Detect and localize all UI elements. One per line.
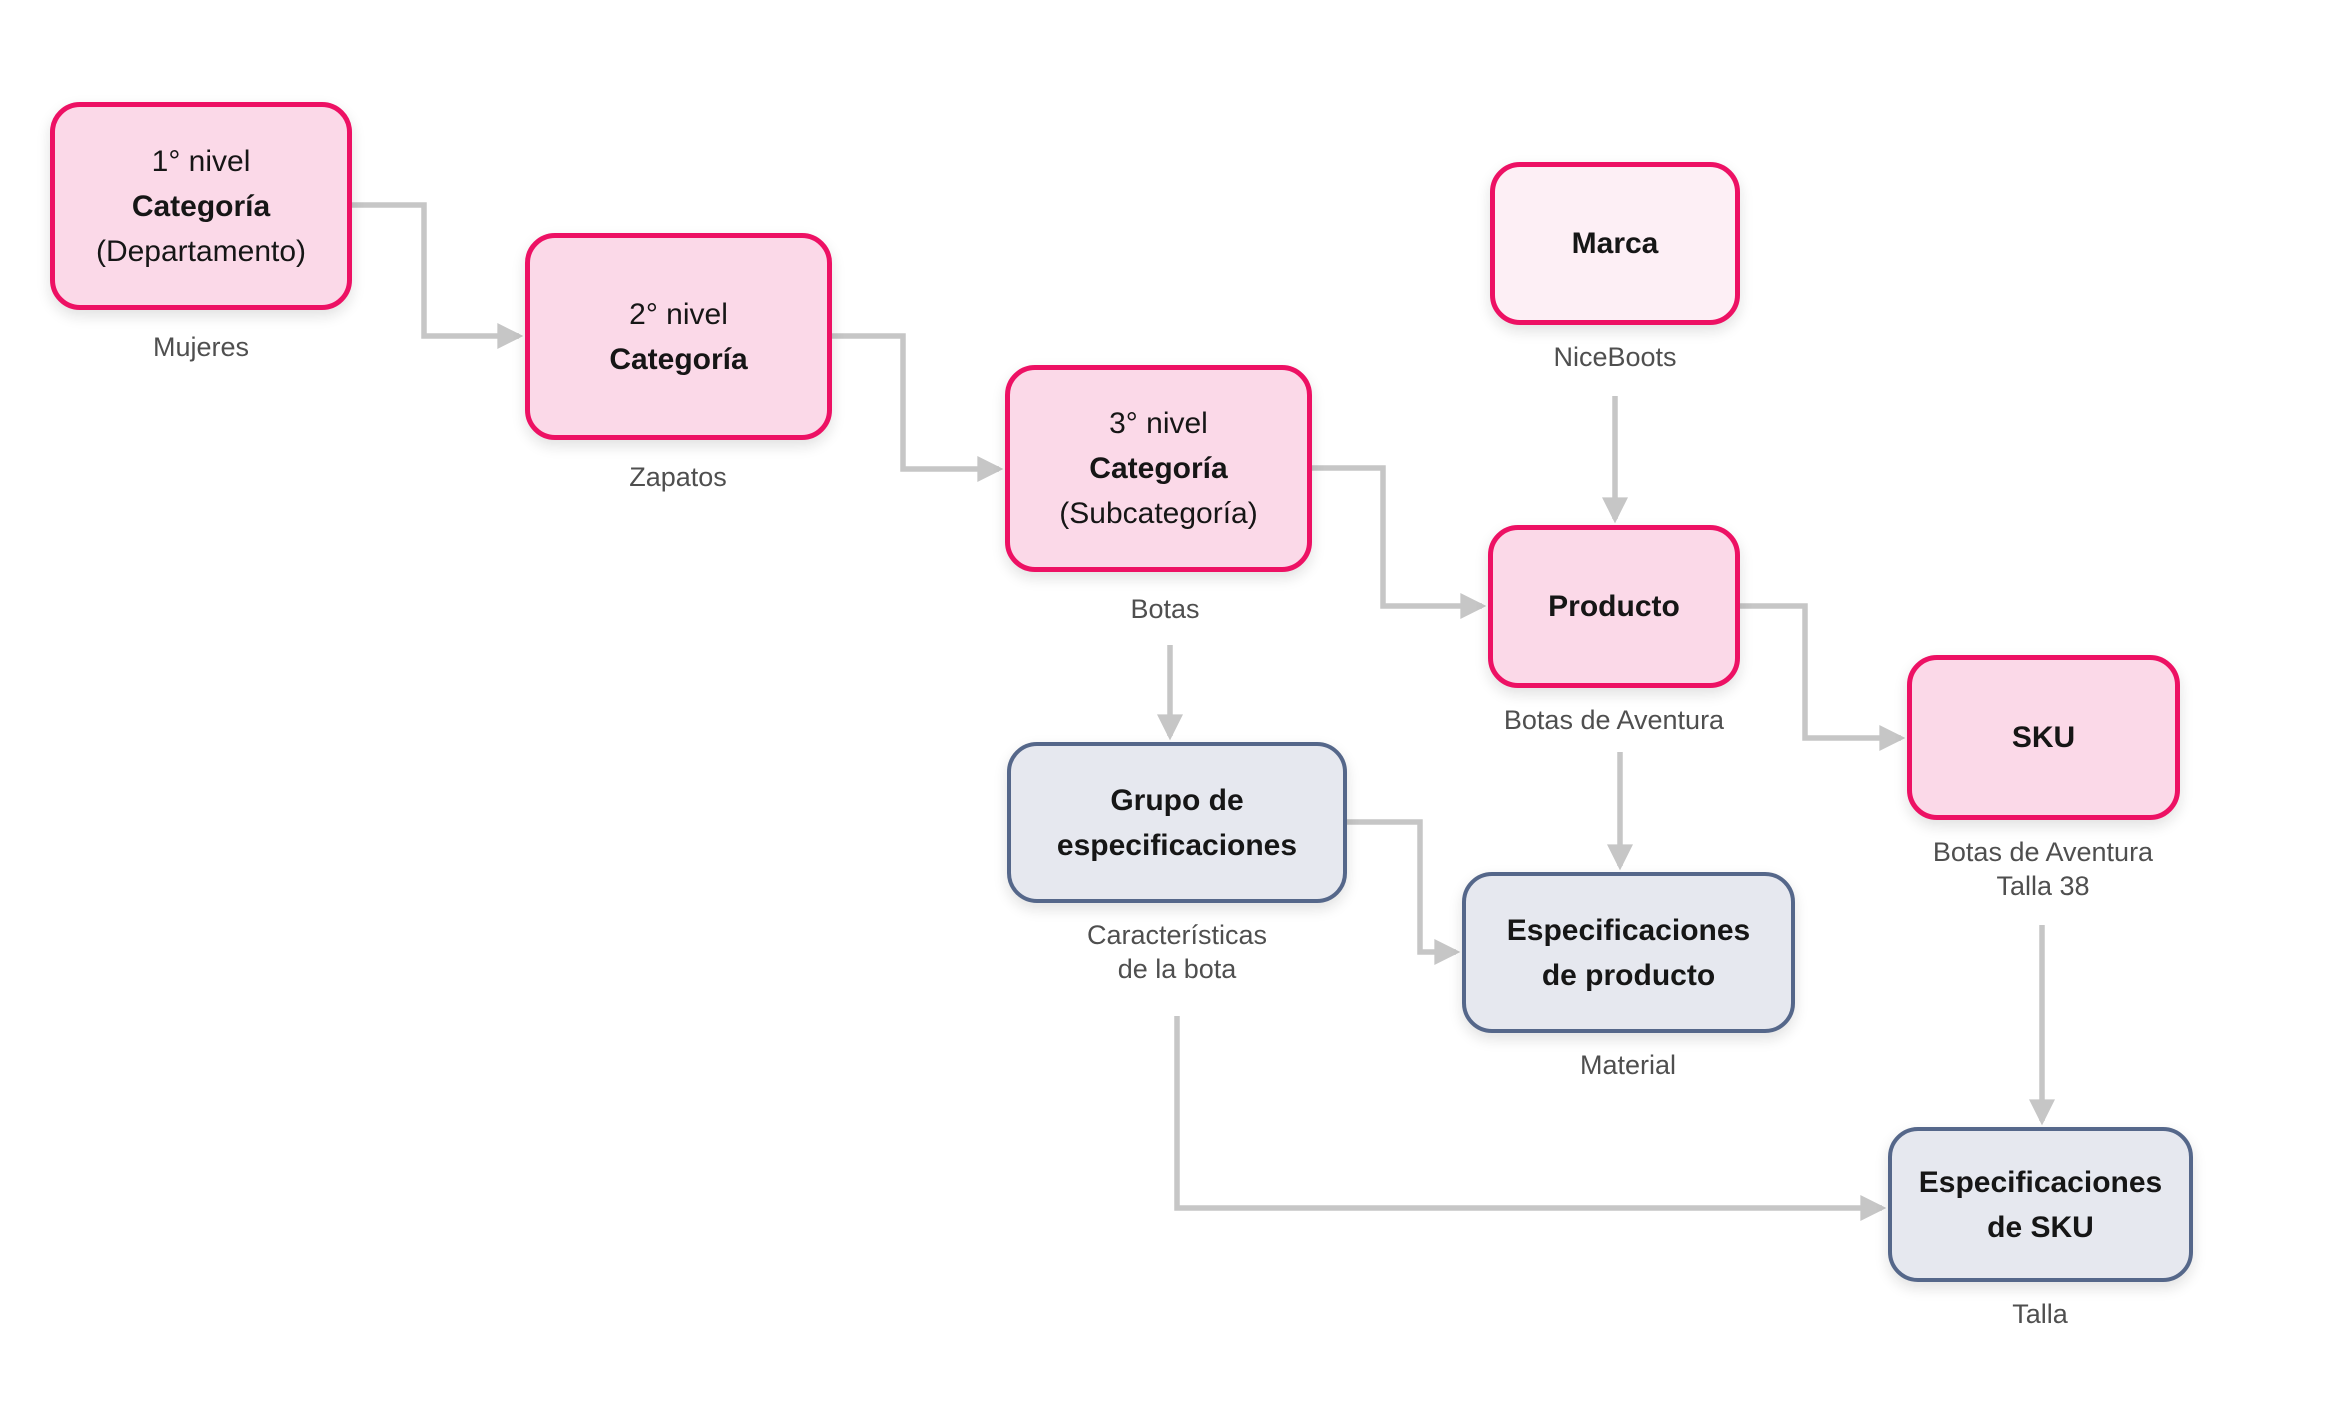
connector-cat2-to-cat3 [832,333,1004,482]
node-cat3: 3° nivel Categoría (Subcategoría) [1005,365,1312,572]
node-esp-producto: Especificaciones de producto [1462,872,1795,1033]
node-esp-producto-title: Especificaciones de producto [1507,908,1750,998]
node-cat2-line2: Categoría [609,342,748,376]
connector-grupo-to-esp-sku [1174,1016,1887,1221]
node-cat2-caption: Zapatos [629,462,727,492]
node-cat3-line3: (Subcategoría) [1059,497,1258,530]
node-cat1-caption: Mujeres [152,332,250,362]
node-grupo-caption: Características de la bota [1086,920,1268,984]
node-cat3-title: 3° nivel Categoría (Subcategoría) [1059,401,1257,536]
node-grupo-line2: especificaciones [1056,828,1298,862]
node-esp-sku-caption: Talla [2012,1299,2068,1329]
node-marca: Marca [1490,162,1740,325]
node-esp-producto-line2: de producto [1541,958,1716,992]
node-producto-line1: Producto [1548,590,1680,623]
node-producto-caption: Botas de Aventura [1503,705,1725,735]
node-cat3-line1: 3° nivel [1109,407,1208,440]
node-cat1: 1° nivel Categoría (Departamento) [50,102,352,310]
node-esp-sku-title: Especificaciones de SKU [1919,1160,2162,1250]
node-marca-title: Marca [1572,221,1659,266]
node-cat3-line2: Categoría [1089,452,1228,485]
node-sku: SKU [1907,655,2180,820]
node-grupo: Grupo de especificaciones [1007,742,1347,903]
node-cat2: 2° nivel Categoría [525,233,832,440]
node-cat1-line1: 1° nivel [151,144,251,178]
node-sku-caption: Botas de Aventura Talla 38 [1932,837,2154,901]
node-cat3-caption: Botas [1130,594,1200,624]
node-cat2-line1: 2° nivel [629,297,728,331]
node-cat2-title: 2° nivel Categoría [609,292,747,382]
connector-cat3-to-producto [1312,465,1487,619]
node-esp-sku-line2: de SKU [1987,1210,2094,1244]
node-grupo-title: Grupo de especificaciones [1057,778,1297,868]
node-cat1-title: 1° nivel Categoría (Departamento) [96,139,306,274]
node-marca-line1: Marca [1571,227,1659,260]
node-cat1-line2: Categoría [131,189,271,223]
node-esp-producto-caption: Material [1579,1050,1677,1080]
node-esp-producto-line1: Especificaciones [1506,913,1751,947]
node-esp-sku: Especificaciones de SKU [1888,1127,2193,1282]
connector-cat1-to-cat2 [352,202,524,349]
node-cat1-line3: (Departamento) [95,234,307,268]
node-producto-title: Producto [1548,584,1680,629]
node-marca-caption: NiceBoots [1553,342,1677,372]
node-sku-title: SKU [2012,715,2075,760]
node-grupo-line1: Grupo de [1110,783,1244,817]
node-sku-line1: SKU [2011,721,2076,754]
node-producto: Producto [1488,525,1740,688]
node-esp-sku-line1: Especificaciones [1918,1165,2163,1199]
